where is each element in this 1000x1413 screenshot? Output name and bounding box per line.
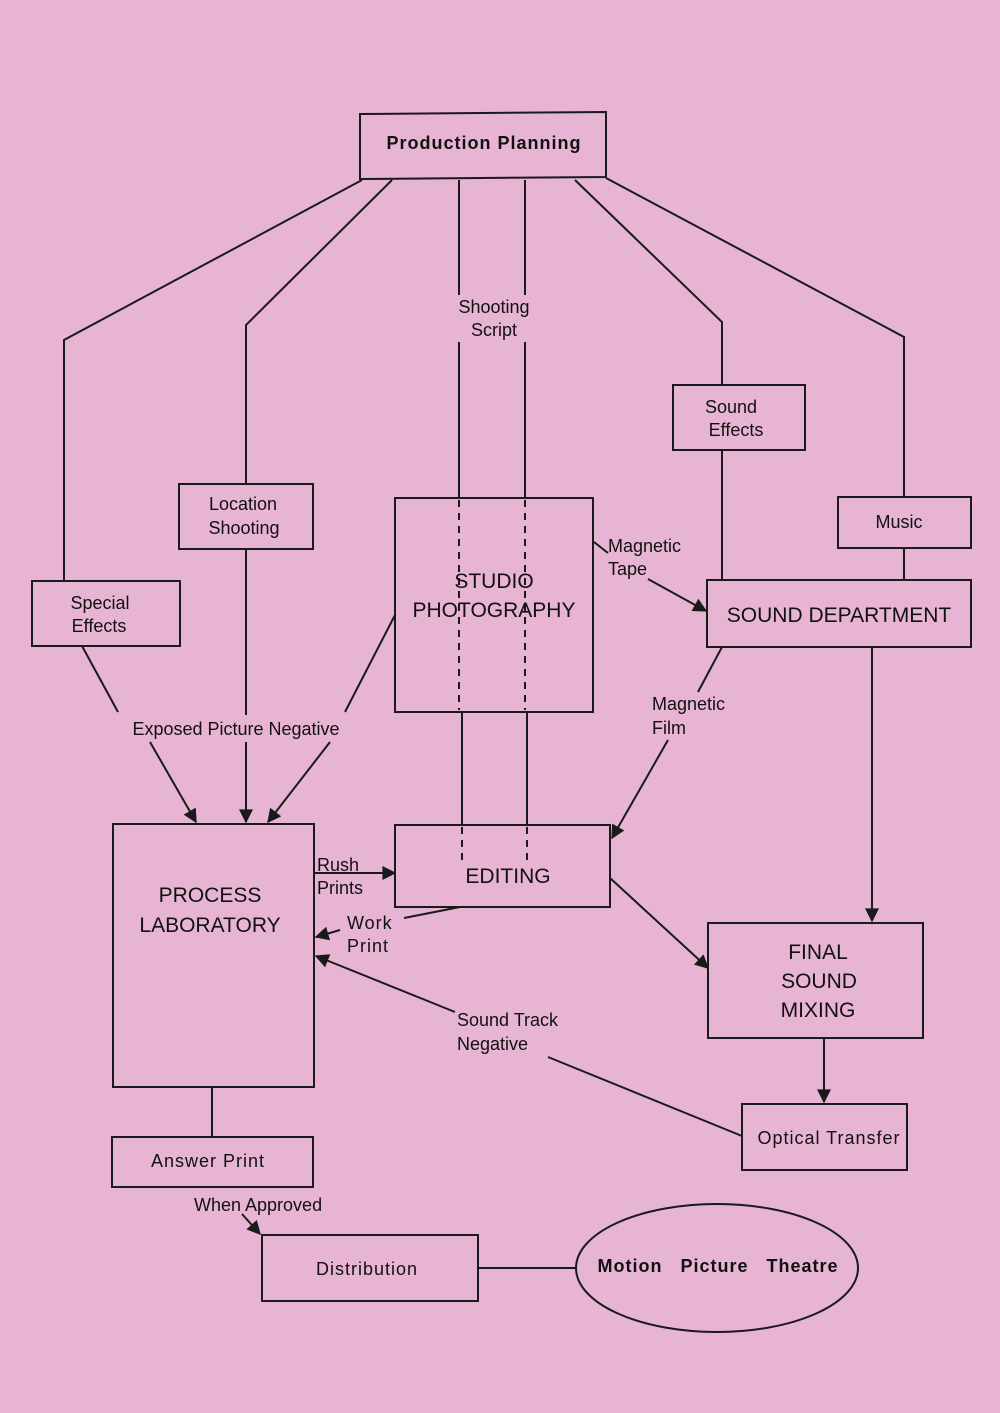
music-label: Music [875, 512, 922, 532]
answer-print-box [111, 1136, 314, 1188]
final-sound-mixing-box [707, 922, 924, 1039]
optical-transfer-label: Optical Transfer [757, 1128, 900, 1148]
arrow-special-effects-lab [149, 741, 197, 824]
final-sound-mixing-label-2: SOUND [781, 970, 857, 993]
sound-department-box [706, 579, 972, 648]
magnetic-film-label-2: Film [652, 718, 686, 738]
shooting-script-label-2: Script [471, 320, 517, 340]
production-planning-label: Production Planning [387, 133, 582, 153]
sound-effects-box [672, 384, 806, 451]
editing-box [394, 824, 611, 908]
line-planning-sound-effects [574, 179, 723, 386]
magnetic-tape-label-1: Magnetic [608, 536, 681, 556]
studio-photography-box [394, 497, 594, 713]
line-planning-music [605, 177, 905, 498]
music-box [837, 496, 972, 549]
special-effects-box [31, 580, 181, 647]
location-shooting-label-2: Shooting [208, 518, 279, 538]
motion-picture-theatre-ellipse [575, 1203, 859, 1333]
line-work-print-a [403, 906, 461, 919]
distribution-box [261, 1234, 479, 1302]
process-laboratory-label-2: LABORATORY [139, 914, 280, 937]
line-magnetic-film-a [697, 646, 723, 693]
arrow-when-approved [241, 1213, 261, 1236]
final-sound-mixing-label-1: FINAL [788, 941, 848, 964]
special-effects-label-1: Special [70, 593, 129, 613]
production-planning-box [359, 110, 607, 181]
studio-photography-label-1: STUDIO [454, 570, 533, 593]
arrow-sound-track-negative [314, 954, 456, 1013]
distribution-label: Distribution [316, 1259, 418, 1279]
work-print-label-2: Print [347, 936, 389, 956]
magnetic-film-label-1: Magnetic [652, 694, 725, 714]
editing-label: EDITING [465, 865, 550, 888]
exposed-picture-negative-label: Exposed Picture Negative [132, 719, 339, 739]
motion-picture-theatre-label: Motion Picture Theatre [597, 1256, 838, 1276]
connectors [63, 177, 905, 1269]
shooting-script-label-1: Shooting [458, 297, 529, 317]
line-magnetic-tape-a [593, 541, 609, 554]
process-laboratory-box [112, 823, 315, 1088]
answer-print-label: Answer Print [151, 1151, 265, 1171]
arrow-magnetic-film [611, 739, 669, 840]
location-shooting-label-1: Location [209, 494, 277, 514]
line-optical-sound-track [547, 1056, 743, 1137]
arrow-editing-final-mixing [609, 877, 710, 969]
location-shooting-box [178, 483, 314, 550]
studio-photography-label-2: PHOTOGRAPHY [413, 599, 576, 622]
edge-labels: Shooting Script Magnetic Tape Magnetic F… [132, 297, 725, 1215]
process-laboratory-label-1: PROCESS [159, 884, 262, 907]
arrow-magnetic-tape [647, 578, 708, 612]
rush-prints-label-2: Prints [317, 878, 363, 898]
line-studio-a [344, 614, 396, 713]
sound-effects-label-2: Effects [709, 420, 764, 440]
node-labels: Production Planning Sound Effects Locati… [70, 133, 951, 1279]
when-approved-label: When Approved [194, 1195, 322, 1215]
sound-department-label: SOUND DEPARTMENT [727, 604, 952, 627]
arrow-studio-lab [267, 741, 331, 824]
sound-effects-label-1: Sound [705, 397, 757, 417]
work-print-label-1: Work [347, 913, 393, 933]
line-planning-location [245, 179, 393, 485]
magnetic-tape-label-2: Tape [608, 559, 647, 579]
sound-track-negative-label-1: Sound Track [457, 1010, 559, 1030]
sound-track-negative-label-2: Negative [457, 1034, 528, 1054]
node-boxes [31, 110, 972, 1333]
line-planning-special-effects [63, 179, 363, 582]
rush-prints-label-1: Rush [317, 855, 359, 875]
optical-transfer-box [741, 1103, 908, 1171]
final-sound-mixing-label-3: MIXING [781, 999, 856, 1022]
line-special-effects-a [81, 645, 119, 713]
arrow-work-print [314, 926, 341, 941]
special-effects-label-2: Effects [72, 616, 127, 636]
